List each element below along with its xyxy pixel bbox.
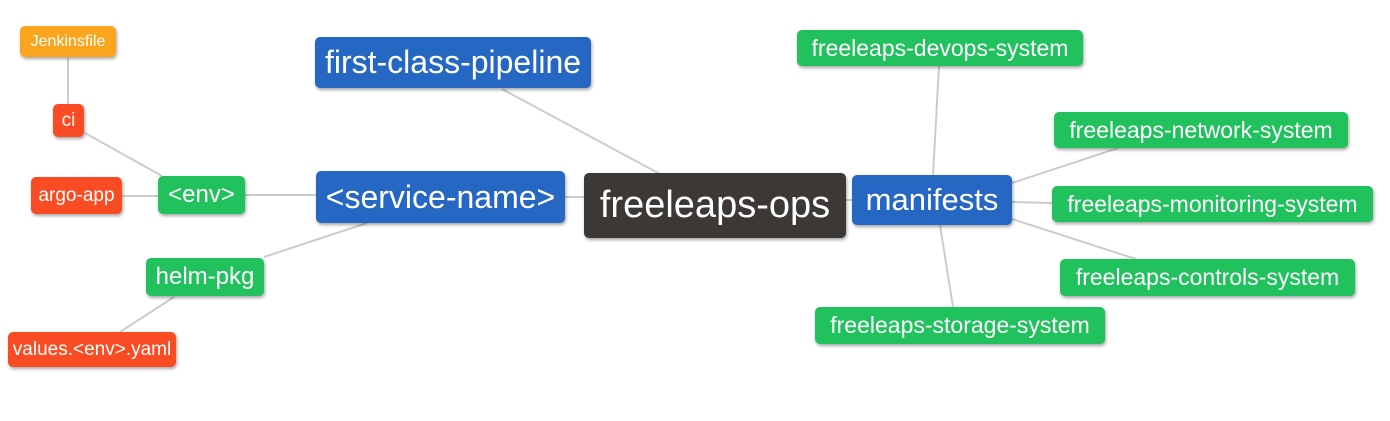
node-label-freeleaps-ops: freeleaps-ops <box>599 184 831 226</box>
node-freeleaps-network-system[interactable]: freeleaps-network-system <box>1054 112 1348 148</box>
node-jenkinsfile[interactable]: Jenkinsfile <box>20 26 116 57</box>
node-label-service-name: <service-name> <box>325 178 556 215</box>
node-manifests[interactable]: manifests <box>852 175 1012 225</box>
node-label-freeleaps-network-system: freeleaps-network-system <box>1069 116 1333 143</box>
edge-manifests-to-freeleaps-controls-system <box>1011 218 1137 260</box>
edge-helm-pkg-to-service-name <box>263 222 368 258</box>
edge-manifests-to-freeleaps-storage-system <box>939 224 954 308</box>
node-helm-pkg[interactable]: helm-pkg <box>146 258 264 296</box>
node-freeleaps-storage-system[interactable]: freeleaps-storage-system <box>815 307 1105 344</box>
node-label-env: <env> <box>168 181 235 208</box>
node-freeleaps-ops[interactable]: freeleaps-ops <box>584 173 846 238</box>
edge-manifests-to-freeleaps-network-system <box>1011 147 1119 184</box>
edge-ci-to-env <box>84 132 163 177</box>
node-label-freeleaps-monitoring-system: freeleaps-monitoring-system <box>1067 190 1358 217</box>
node-ci[interactable]: ci <box>53 104 84 137</box>
node-label-helm-pkg: helm-pkg <box>155 263 255 290</box>
edge-first-class-pipeline-to-freeleaps-ops <box>501 88 661 175</box>
node-values-env-yaml[interactable]: values.<env>.yaml <box>8 332 176 367</box>
edge-manifests-to-freeleaps-monitoring-system <box>1011 201 1053 204</box>
node-service-name[interactable]: <service-name> <box>316 171 565 223</box>
node-label-jenkinsfile: Jenkinsfile <box>30 32 106 50</box>
node-label-freeleaps-devops-system: freeleaps-devops-system <box>811 34 1069 61</box>
node-label-argo-app: argo-app <box>38 184 115 206</box>
node-label-freeleaps-controls-system: freeleaps-controls-system <box>1075 264 1340 290</box>
node-freeleaps-controls-system[interactable]: freeleaps-controls-system <box>1060 259 1355 296</box>
node-freeleaps-monitoring-system[interactable]: freeleaps-monitoring-system <box>1052 186 1373 222</box>
node-label-manifests: manifests <box>865 182 999 217</box>
node-label-values-env-yaml: values.<env>.yaml <box>12 338 172 360</box>
node-argo-app[interactable]: argo-app <box>31 177 122 214</box>
edge-manifests-to-freeleaps-devops-system <box>932 65 940 176</box>
node-first-class-pipeline[interactable]: first-class-pipeline <box>315 37 591 88</box>
node-label-freeleaps-storage-system: freeleaps-storage-system <box>830 312 1090 338</box>
edge-values-env-yaml-to-helm-pkg <box>119 296 175 333</box>
node-env[interactable]: <env> <box>158 176 245 214</box>
node-freeleaps-devops-system[interactable]: freeleaps-devops-system <box>797 30 1083 66</box>
node-label-ci: ci <box>61 109 76 131</box>
node-label-first-class-pipeline: first-class-pipeline <box>324 44 582 80</box>
